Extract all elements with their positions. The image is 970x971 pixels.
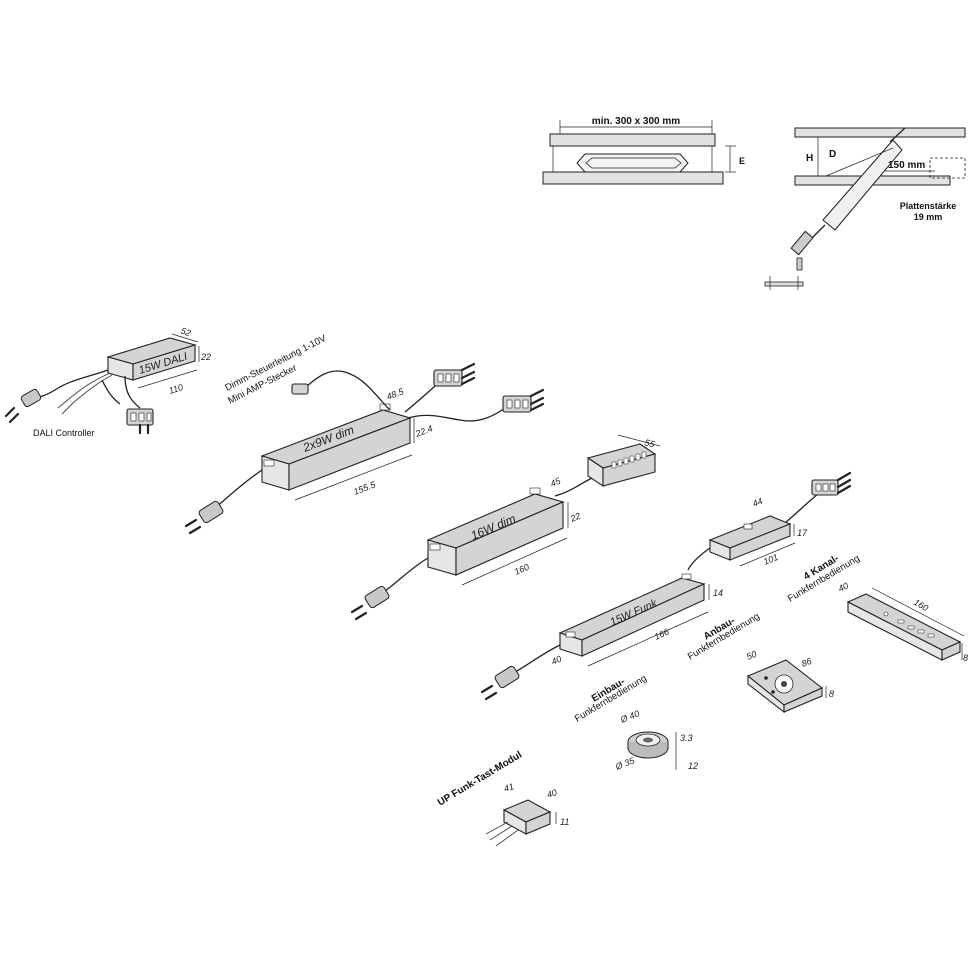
shelf-upper [549, 133, 716, 147]
funk15-dim-height: 14 [713, 588, 723, 598]
driver-16w-dim: 16W dim 160 45 22 55 [350, 434, 661, 621]
remote4-dim-width: 40 [837, 581, 850, 594]
dali-caption: DALI Controller [33, 428, 95, 438]
luminaire-profile [576, 153, 689, 173]
driver-2x9w-dim: Dimm-Steuerleitung 1-10V Mini AMP-Stecke… [184, 333, 545, 535]
anbau-dim-height: 8 [829, 689, 834, 699]
width-label: 150 mm [888, 160, 925, 171]
funk15-dim-length: 166 [653, 627, 671, 642]
anbau-dim-width: 50 [745, 649, 758, 662]
up-modul-dim-width: 41 [503, 781, 516, 794]
d-label: D [829, 149, 836, 160]
dali-dim-width: 52 [179, 325, 192, 338]
dim16-dim-length: 160 [513, 562, 531, 577]
e-label: E [739, 156, 745, 166]
remote-einbau: Einbau- Funkfernbedienung Ø 40 Ø 35 3.3 … [573, 673, 698, 772]
dali-dim-height: 22 [200, 352, 211, 362]
remote4-dim-length: 160 [912, 597, 930, 613]
dim2x9-dim-length: 155.5 [352, 479, 378, 497]
dim16-dim-height: 22 [568, 511, 582, 525]
amp-connector [291, 383, 309, 395]
up-modul-dim-height: 11 [560, 817, 569, 827]
dim16-dim-width: 45 [549, 475, 563, 489]
up-funk-tast-modul: UP Funk-Tast-Modul 41 40 11 [436, 749, 569, 847]
einbau-dim-h1: 3.3 [680, 733, 693, 743]
einbau-dim-d1: Ø 40 [618, 708, 641, 725]
swivel-lamp [822, 139, 903, 231]
min-size-label: min. 300 x 300 mm [592, 116, 680, 127]
dali-dim-length: 110 [168, 382, 185, 396]
driver-15w-funk: 15W Funk 166 40 14 [480, 573, 723, 701]
up-modul-label: UP Funk-Tast-Modul [436, 749, 524, 808]
dim2x9-note-1: Dimm-Steuerleitung 1-10V [223, 333, 328, 394]
dim16-dist-width: 55 [643, 437, 656, 450]
receiver-dim-width: 44 [751, 496, 764, 509]
funk15-dim-width: 40 [550, 654, 563, 667]
remote-anbau: Anbau- Funkfernbedienung 50 86 8 [686, 611, 834, 714]
remote4-dim-height: 8 [963, 653, 968, 663]
shelf-lower [542, 171, 724, 185]
thickness-label-2: 19 mm [914, 212, 943, 222]
receiver-dim-height: 17 [797, 528, 808, 538]
shelf-top [794, 127, 966, 138]
dim2x9-dim-height: 22.4 [413, 423, 434, 439]
receiver-dim-length: 101 [762, 552, 780, 567]
install-side-view: H D 150 mm Plattenstärke 19 mm [764, 127, 966, 290]
thickness-label-1: Plattenstärke [900, 201, 957, 211]
anbau-dim-length: 86 [800, 656, 813, 669]
up-modul-dim-depth: 40 [546, 787, 559, 800]
dali-controller: 15W DALI 110 52 22 DALI Controller [4, 325, 211, 438]
einbau-dim-h2: 12 [688, 761, 698, 771]
install-top-view: min. 300 x 300 mm E [542, 116, 745, 185]
funk-receiver: 44 101 17 [687, 471, 852, 571]
h-label: H [806, 153, 813, 164]
remote-4-channel: 4 Kanal- Funkfernbedienung 40 160 8 [786, 553, 968, 663]
einbau-dim-d2: Ø 35 [613, 755, 637, 772]
dim2x9-dim-width: 48.5 [385, 386, 406, 402]
